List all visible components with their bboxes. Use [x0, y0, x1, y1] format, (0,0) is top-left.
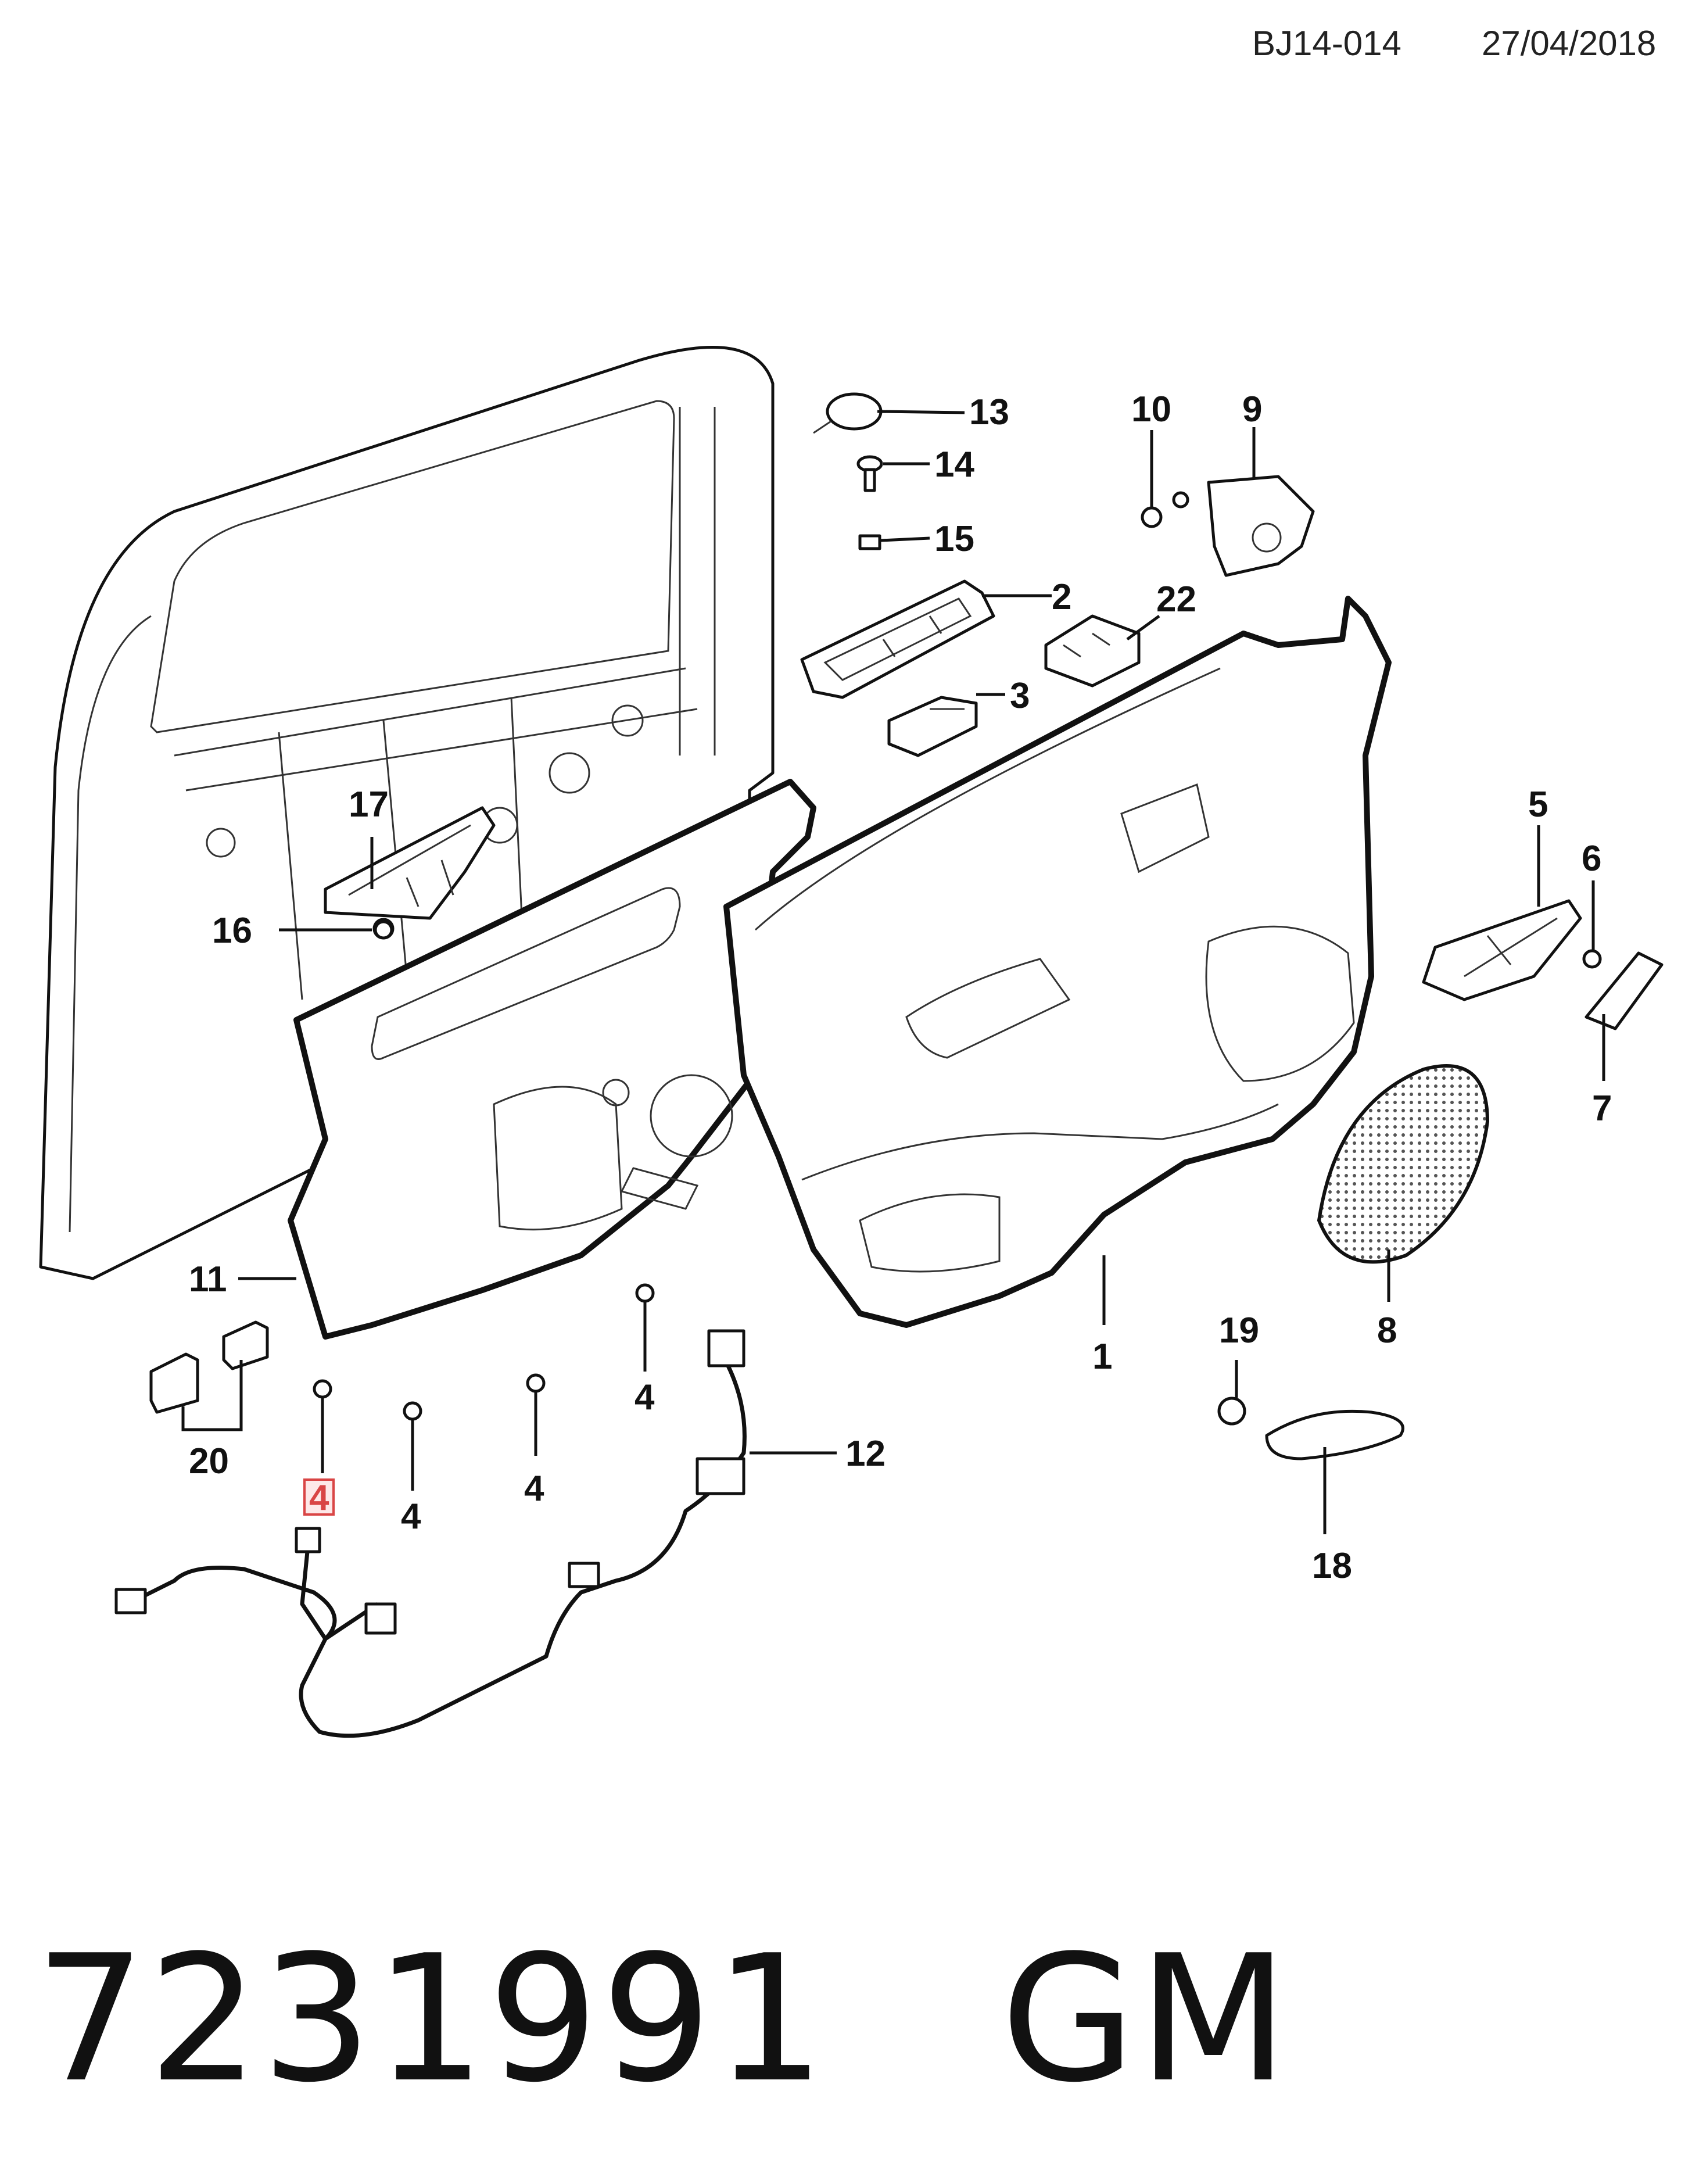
wiring-harness — [114, 1329, 747, 1738]
callout-17: 17 — [349, 785, 389, 825]
retainer-15 — [858, 534, 881, 550]
washer-19 — [1217, 1397, 1246, 1426]
callout-11: 11 — [189, 1259, 227, 1299]
callout-12: 12 — [845, 1434, 886, 1474]
pull-handle-18 — [1265, 1409, 1404, 1460]
speaker-grille — [1317, 1064, 1490, 1264]
callout-8: 8 — [1377, 1311, 1397, 1351]
callout-9: 9 — [1242, 389, 1262, 429]
callout-4b: 4 — [401, 1496, 421, 1537]
screw-cap-7 — [1585, 951, 1664, 1030]
brand-name: GM — [1001, 1918, 1291, 2121]
callout-10: 10 — [1131, 389, 1171, 429]
callout-6: 6 — [1582, 839, 1601, 879]
water-deflector — [288, 779, 816, 1340]
callout-13: 13 — [969, 392, 1009, 432]
callout-7: 7 — [1592, 1089, 1612, 1129]
foam-pads — [149, 1320, 269, 1414]
switch-assembly — [1044, 614, 1141, 688]
callout-5: 5 — [1528, 785, 1548, 825]
callout-4c: 4 — [524, 1469, 544, 1509]
callout-14: 14 — [934, 445, 974, 485]
screw-16 — [374, 920, 393, 940]
callout-labels: 13 14 15 2 3 22 10 9 5 6 7 8 17 16 11 1 … — [189, 389, 1612, 1586]
part-number-caption: 7231991 GM — [35, 1918, 1291, 2121]
callout-16: 16 — [212, 911, 252, 951]
callout-20: 20 — [189, 1441, 229, 1481]
callout-22: 22 — [1156, 579, 1196, 620]
highlight-box — [303, 1478, 335, 1516]
callout-19: 19 — [1219, 1311, 1259, 1351]
leader-lines — [181, 410, 1605, 1534]
part-number: 7231991 — [35, 1918, 828, 2121]
callout-4-highlighted: 4 — [309, 1478, 329, 1518]
screw-6 — [1582, 949, 1602, 969]
cover-cap — [826, 392, 883, 431]
screw-10 — [1141, 491, 1189, 528]
callout-1: 1 — [1092, 1337, 1112, 1377]
door-trim-panel — [723, 596, 1392, 1328]
callout-15: 15 — [934, 519, 974, 559]
inside-handle — [1422, 899, 1582, 1001]
doc-code: BJ14-014 — [1252, 24, 1401, 63]
doc-date: 27/04/2018 — [1482, 24, 1657, 63]
callout-4d: 4 — [634, 1377, 655, 1417]
callout-18: 18 — [1312, 1546, 1352, 1586]
callout-3: 3 — [1010, 676, 1030, 716]
tweeter-housing — [1207, 475, 1315, 577]
exploded-view-drawing: 13 14 15 2 3 22 10 9 5 6 7 8 17 16 11 1 … — [39, 346, 1664, 1738]
callout-2: 2 — [1052, 577, 1071, 617]
switch-bezel — [800, 579, 995, 699]
push-clip-14 — [856, 455, 883, 492]
window-switch — [887, 696, 978, 757]
